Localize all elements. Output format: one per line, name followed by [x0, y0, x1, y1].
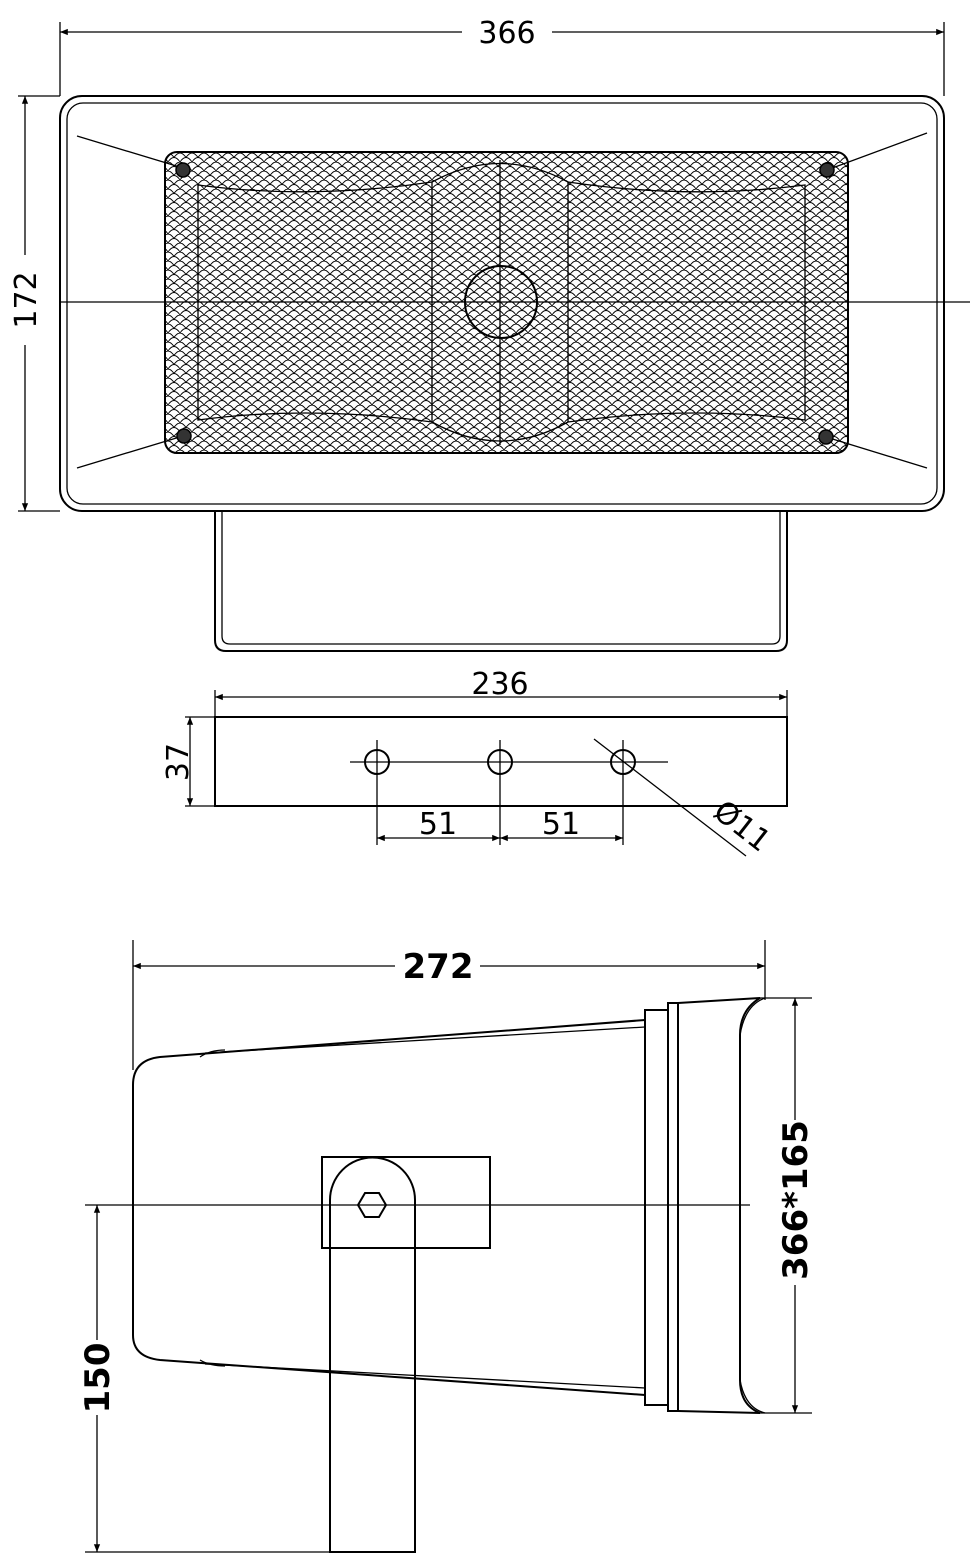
plate-height-dimension: 37: [161, 743, 196, 781]
bracket-view: 236 37 51 51 Ø11: [161, 667, 788, 860]
spacing-dimension-left: 51: [419, 807, 457, 842]
spacing-dimension-right: 51: [542, 807, 580, 842]
bolt-icon: [175, 162, 835, 445]
hole-diameter-dimension: Ø11: [707, 794, 777, 860]
width-dimension: 366: [478, 16, 535, 51]
side-view: 272 366*165 150: [78, 940, 816, 1553]
mouth-dimension: 366*165: [776, 1120, 816, 1280]
height-dimension: 172: [9, 271, 44, 328]
mount-height-dimension: 150: [78, 1343, 118, 1414]
front-view: 366 172: [9, 16, 970, 652]
depth-dimension: 272: [403, 947, 474, 987]
length-dimension: 236: [471, 667, 528, 702]
